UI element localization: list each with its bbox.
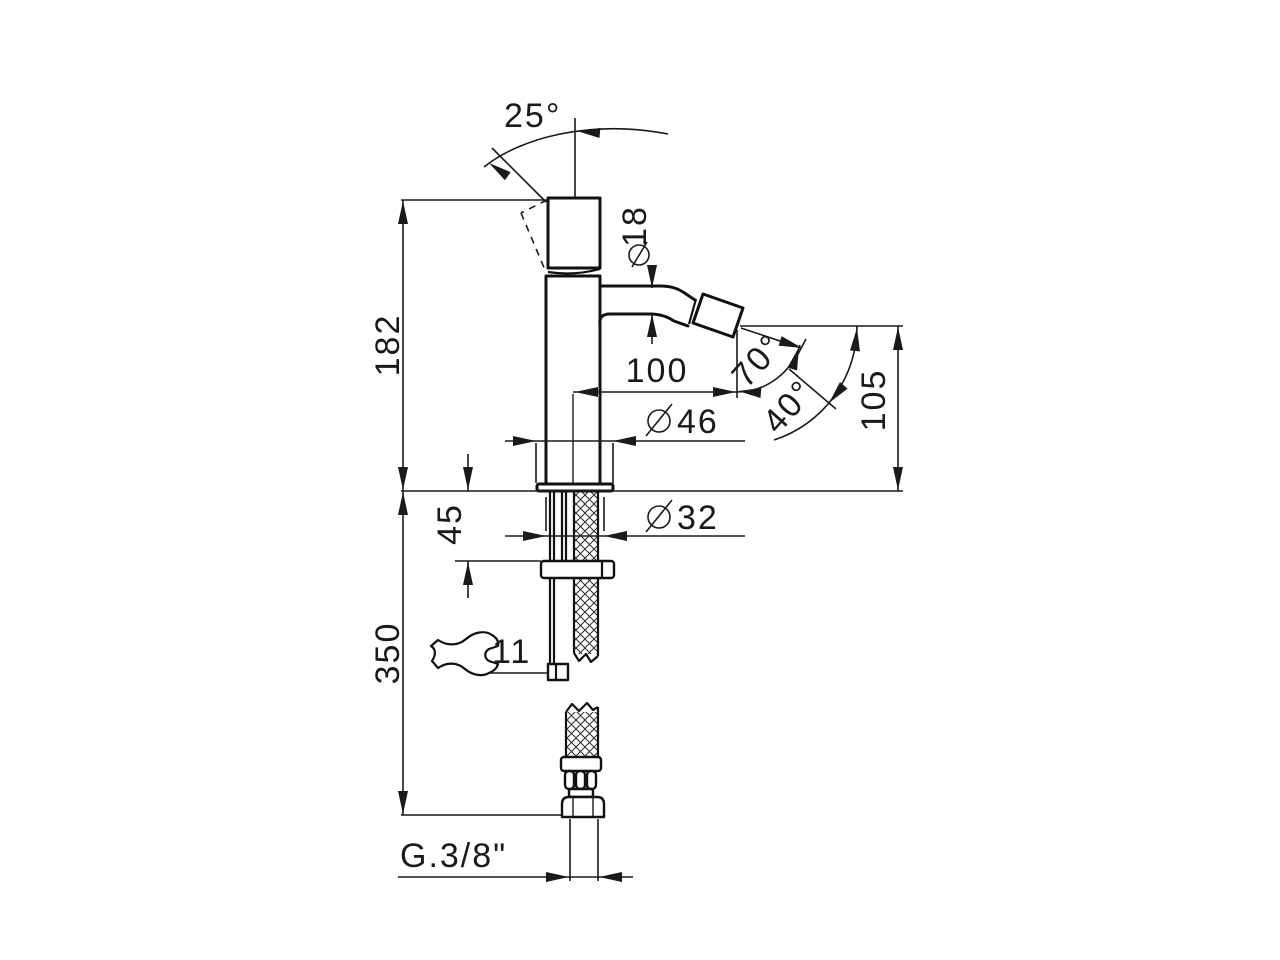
diameter-symbol-icon xyxy=(645,403,673,437)
faucet-handle xyxy=(546,196,602,270)
dim-outlet-height-105: 105 xyxy=(740,325,903,491)
dim-label-18: 18 xyxy=(616,205,654,247)
dim-deck-clamp-45: 45 xyxy=(431,454,541,598)
hose-hex-nut xyxy=(560,795,606,819)
dim-label-40: 40° xyxy=(755,373,822,441)
spout-aerator xyxy=(691,292,745,339)
dim-label-350: 350 xyxy=(369,622,407,685)
dim-spout-diameter-18: 18 xyxy=(616,205,657,344)
dim-base-diameter-46: 46 xyxy=(505,403,745,483)
dim-shank-diameter-32: 32 xyxy=(505,497,745,541)
base-plate xyxy=(535,482,615,493)
diameter-symbol-icon xyxy=(628,241,650,268)
dim-spray-angles: 70° 40° xyxy=(724,325,862,441)
dim-handle-angle: 25° xyxy=(401,97,669,203)
hose-corrugation xyxy=(563,769,598,799)
wrench-icon xyxy=(429,631,500,677)
dim-label-45: 45 xyxy=(431,503,469,545)
dim-label-handle-angle: 25° xyxy=(504,97,561,135)
dim-thread-g38: G.3/8" xyxy=(398,819,633,882)
dim-label-g38: G.3/8" xyxy=(400,837,507,875)
dim-reach-100: 100 xyxy=(572,330,738,483)
mounting-plate xyxy=(539,559,616,580)
dim-label-182: 182 xyxy=(369,314,407,377)
dim-label-100: 100 xyxy=(626,352,689,390)
dim-label-32: 32 xyxy=(677,499,719,537)
supply-hose-lower xyxy=(564,701,600,759)
handle-joint xyxy=(547,267,601,275)
dim-hose-350: 350 xyxy=(369,491,562,816)
diameter-symbol-icon xyxy=(645,499,673,533)
hose-ferrule xyxy=(559,755,603,773)
dim-label-105: 105 xyxy=(855,369,893,432)
dim-label-46: 46 xyxy=(677,403,719,441)
dim-label-11: 11 xyxy=(492,633,531,671)
rod-nut xyxy=(546,662,570,682)
wrench-callout: 11 xyxy=(429,631,549,677)
handle-tilted-ghost xyxy=(520,199,548,271)
dim-height-182: 182 xyxy=(369,200,408,491)
faucet-spout xyxy=(598,284,698,328)
